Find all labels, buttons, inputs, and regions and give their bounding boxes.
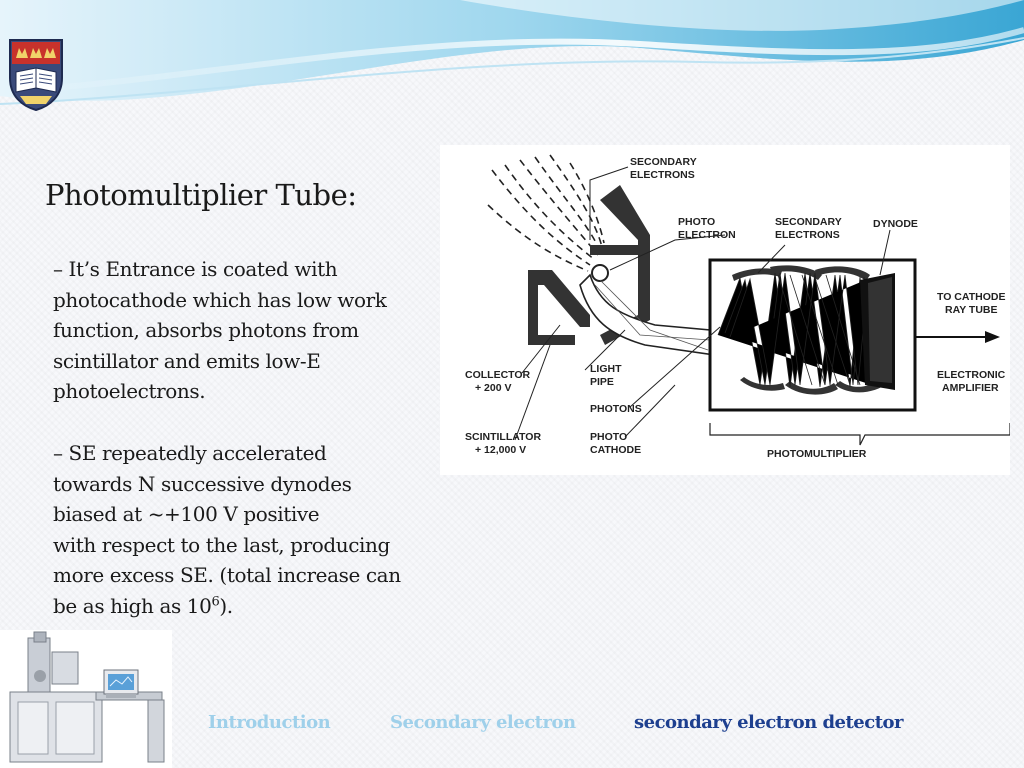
bullet-dynodes: – SE repeatedly accelerated towards N su… [53, 438, 438, 621]
bullet-line-gain: be as high as 106). [53, 591, 438, 622]
leader-lines [514, 166, 891, 441]
bullet-line: – SE repeatedly accelerated [53, 441, 327, 465]
bullet-line: photoelectrons. [53, 379, 206, 403]
bullet-line: more excess SE. (total increase can [53, 563, 401, 587]
electron-cascade [717, 272, 877, 388]
bullet-line: towards N successive dynodes [53, 471, 352, 496]
label-photomultiplier: PHOTOMULTIPLIER [767, 448, 867, 460]
bullet-line: photocathode which has low work [53, 287, 387, 312]
nav-secondary-electron-detector[interactable]: secondary electron detector [634, 712, 904, 733]
gain-suffix: ). [219, 593, 233, 618]
bullet-line: with respect to the last, producing [53, 532, 390, 557]
bullet-line: – It’s Entrance is coated with [53, 257, 338, 281]
bullet-photocathode: – It’s Entrance is coated with photocath… [53, 254, 438, 407]
university-crest-icon [9, 39, 63, 112]
incoming-electrons [487, 154, 605, 272]
nav-introduction[interactable]: Introduction [208, 712, 331, 733]
slide-title: Photomultiplier Tube: [45, 178, 357, 212]
gain-exponent: 6 [211, 593, 220, 609]
label-dynode: DYNODE [873, 218, 918, 230]
collector-cage [528, 185, 650, 345]
gain-prefix: be as high as 10 [53, 593, 212, 618]
sem-instrument-photo [0, 630, 172, 768]
label-scintillator: SCINTILLATOR+ 12,000 V [465, 431, 541, 456]
header-wave [0, 0, 1024, 105]
nav-secondary-electron[interactable]: Secondary electron [390, 712, 576, 733]
label-collector: COLLECTOR+ 200 V [465, 369, 531, 394]
label-photons: PHOTONS [590, 403, 642, 415]
dynodes [732, 265, 888, 395]
bullet-line: scintillator and emits low-E [53, 348, 321, 373]
bullet-line: function, absorbs photons from [53, 318, 359, 342]
bullet-line: biased at ~+100 V positive [53, 502, 320, 526]
